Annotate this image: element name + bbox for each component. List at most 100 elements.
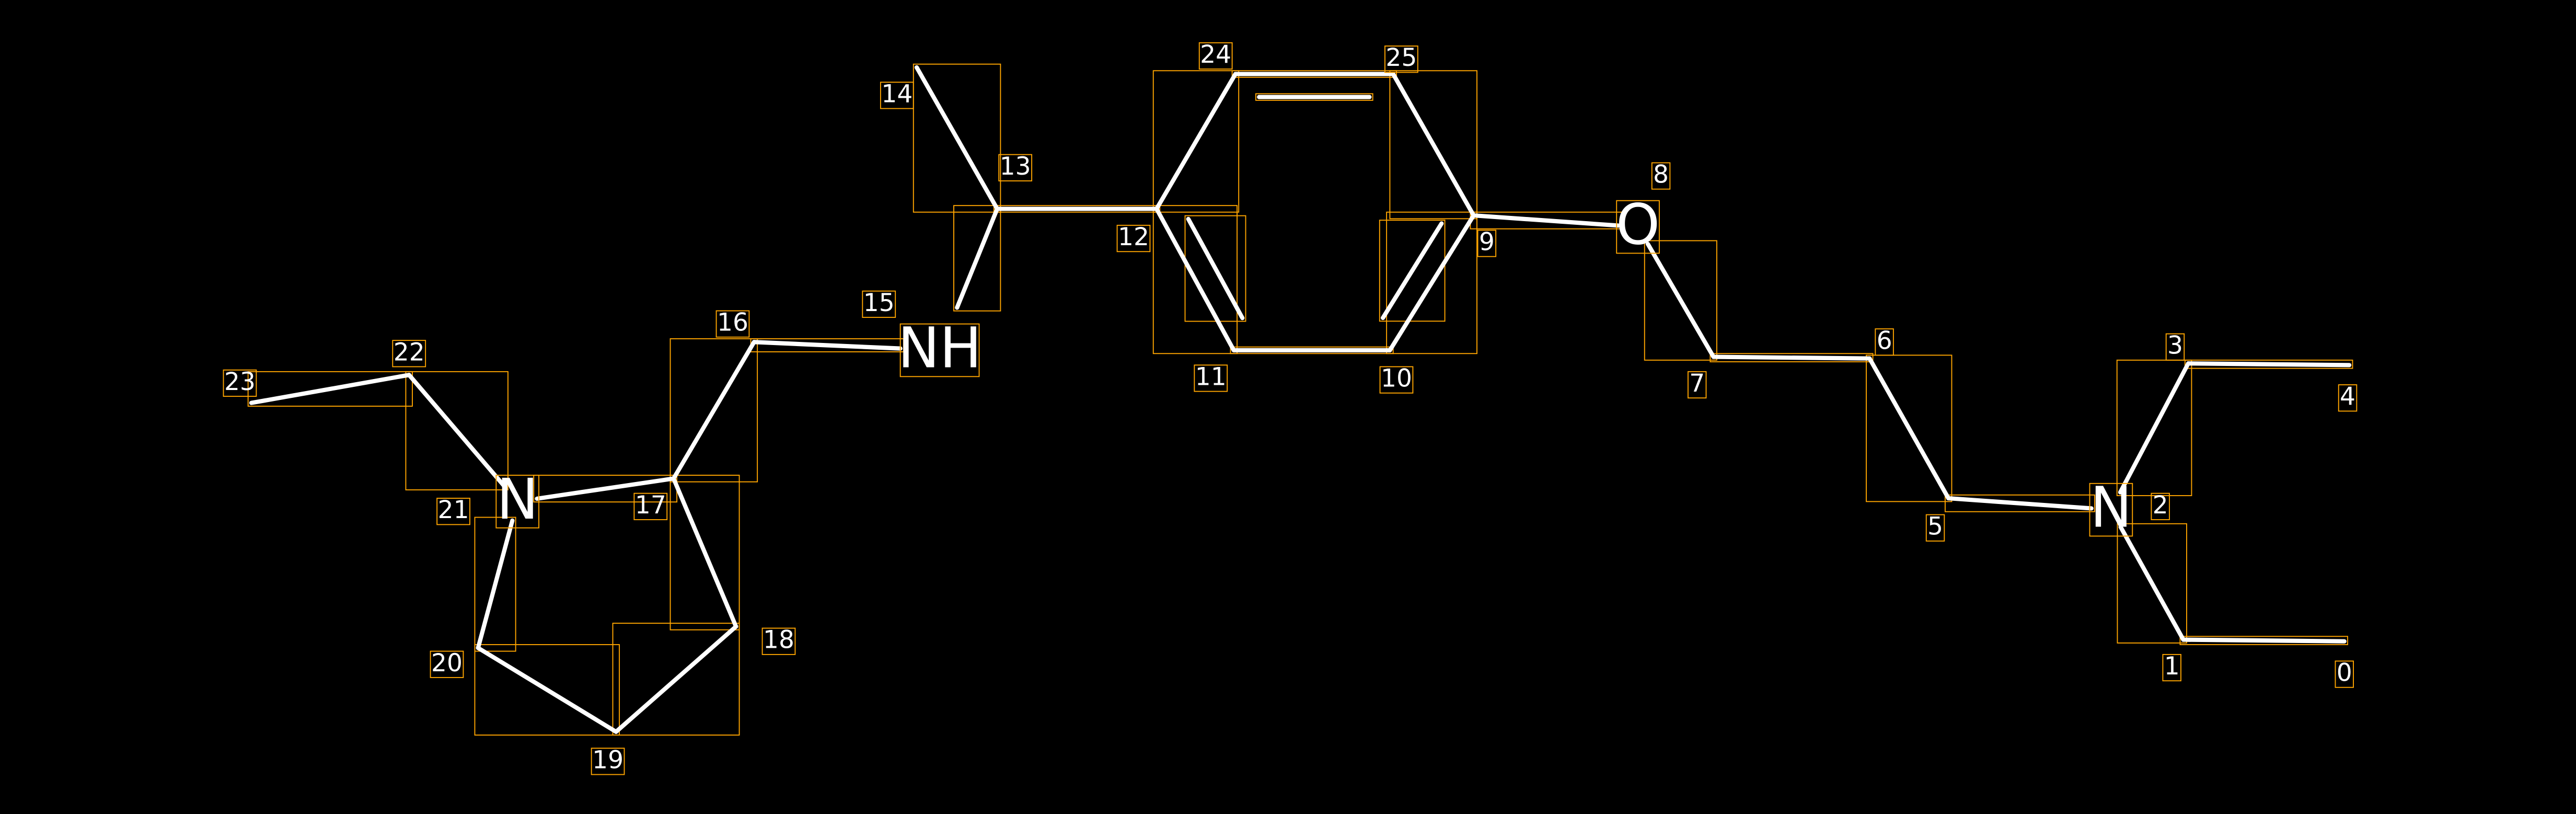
atom-index-box (1384, 45, 1418, 73)
atom-index-box (2162, 654, 2181, 682)
atom-index-box (2151, 492, 2170, 520)
atom-index-label: 4 (2340, 382, 2355, 411)
atom-index-label: 3 (2167, 331, 2183, 360)
atom-index-label: 18 (763, 626, 794, 655)
atom-index-label: 13 (1000, 152, 1031, 181)
bond-box (247, 371, 413, 407)
bond-box (1709, 353, 1874, 362)
bond-box (612, 623, 740, 736)
bond-1-2 (2118, 524, 2186, 642)
bond-box (1389, 70, 1477, 220)
bond-box (405, 371, 509, 490)
atom-index-label: 16 (717, 308, 748, 337)
bond-7-8 (1645, 242, 1716, 359)
bond-13-14 (914, 65, 1000, 211)
atom-index-label: 10 (1381, 364, 1412, 393)
atom-index-box (1198, 42, 1233, 70)
atom-index-label: 1 (2164, 652, 2180, 681)
bond-bounding-boxes (247, 63, 2353, 736)
bonds (249, 65, 2352, 734)
bond-17-18 (671, 476, 738, 629)
bond-box (1231, 70, 1397, 78)
atom-element-label: NH (898, 316, 981, 381)
atom-index-label: 14 (881, 79, 912, 108)
bond-21-17 (535, 476, 676, 501)
atom-index-box (761, 627, 796, 655)
atom-index-label: 5 (1927, 512, 1943, 541)
atom-index-box (1379, 366, 1414, 394)
atom-index-box (715, 310, 750, 338)
bond-box (1255, 93, 1373, 101)
bond-20-21 (476, 518, 515, 650)
bond-0-1 (2181, 637, 2347, 644)
atom-index-label: 9 (1479, 228, 1495, 257)
bond-box (1230, 346, 1394, 354)
bond-6-7 (1711, 354, 1872, 361)
atom-index-box (1925, 514, 1945, 542)
atom-box (495, 475, 540, 529)
atom-index-box (392, 340, 426, 368)
bond-box (474, 517, 516, 652)
atom-index-box (1194, 364, 1228, 392)
bond-box (993, 205, 1161, 213)
atom-index-box (1651, 162, 1671, 190)
bond-19-20 (476, 646, 618, 734)
atom-index-box (1477, 230, 1497, 257)
atom-index-label: 20 (431, 649, 463, 678)
bond-2-3 (2118, 361, 2191, 495)
atom-index-box (880, 82, 914, 109)
bond-box (953, 205, 1001, 312)
bond-8-9 (1471, 213, 1621, 228)
atom-index-label: 12 (1118, 223, 1149, 251)
bond-9-10 (1388, 213, 1476, 353)
atom-index-label: 2 (2153, 491, 2168, 520)
bond-21-22 (407, 373, 507, 489)
atom-element-label: N (2090, 476, 2132, 541)
bond-25-9 (1391, 72, 1476, 218)
atom-index-label: 0 (2337, 659, 2352, 687)
bond-22-23 (249, 373, 411, 405)
atom-index-label: 8 (1653, 160, 1669, 189)
bond-box (1944, 494, 2095, 512)
bond-18-19 (614, 624, 738, 734)
bond-box (669, 475, 740, 630)
bond-box (1644, 240, 1717, 361)
bond-5-6 (1867, 356, 1951, 501)
atom-index-label: 15 (863, 289, 895, 317)
atom-index-label: 25 (1385, 43, 1417, 72)
atom-index-label: 19 (592, 746, 623, 774)
atom-box (1616, 200, 1660, 254)
bond-3-4 (2186, 361, 2352, 368)
atom-index-box (862, 290, 896, 318)
atom-index-box (223, 369, 257, 397)
atom-index-box (2165, 333, 2185, 361)
atom-index-box (430, 650, 464, 678)
bond-13-15 (955, 207, 1000, 310)
bond-12-24 (1154, 72, 1238, 211)
atom-index-label: 7 (1689, 369, 1705, 398)
bond-box (2179, 636, 2348, 645)
bond-15-16 (752, 340, 903, 351)
bond-box (474, 644, 620, 736)
bond-box (1184, 215, 1246, 322)
atom-index-label: 24 (1200, 40, 1231, 69)
atom-box (2089, 483, 2133, 537)
atom-index-box (1116, 224, 1151, 253)
atom-index-box (591, 748, 625, 775)
atom-index-box (1875, 328, 1894, 356)
atom-index-box (2338, 384, 2358, 412)
bond-box (1866, 354, 1953, 502)
atom-index-label: 17 (635, 491, 666, 520)
bond-box (669, 338, 758, 483)
atom-index-box (633, 492, 668, 520)
atom-box (899, 323, 980, 377)
bond-box (1152, 205, 1238, 354)
atom-index-label: 21 (438, 496, 469, 524)
atom-index-box (1687, 371, 1707, 399)
bond-16-17 (671, 340, 756, 481)
bond-11-12 (1154, 207, 1236, 353)
bond-box (912, 63, 1001, 213)
atom-index-label: 11 (1195, 362, 1227, 391)
